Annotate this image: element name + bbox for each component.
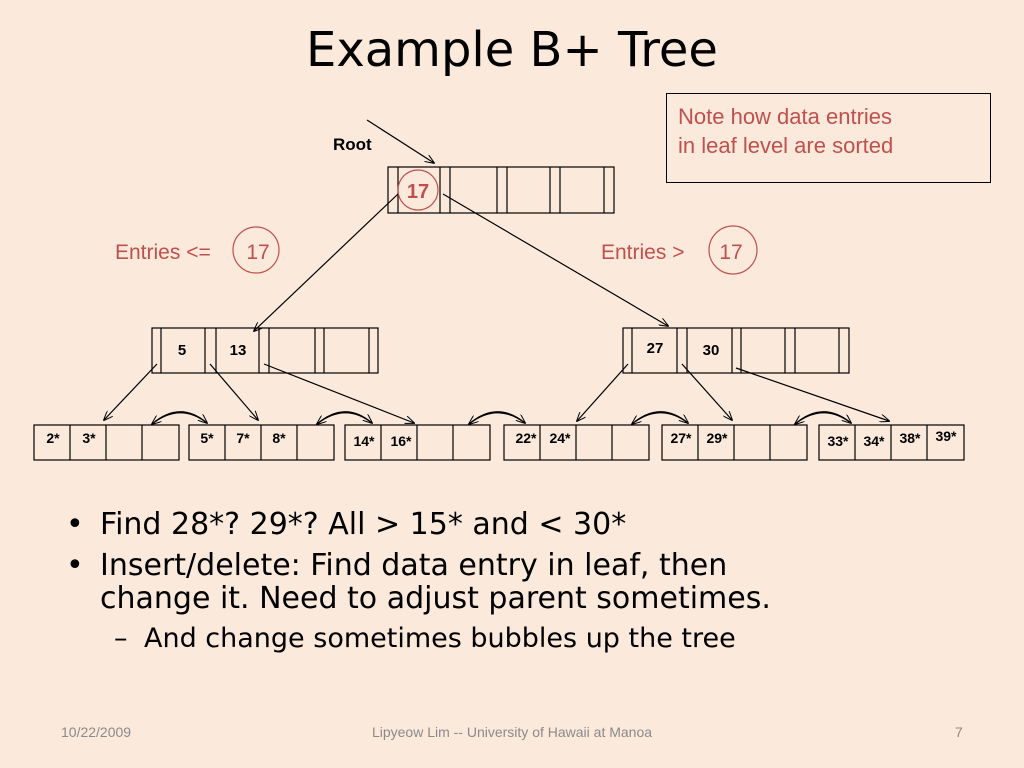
internal-right-key-1: 27 xyxy=(647,340,664,357)
entries-left-value: 17 xyxy=(246,241,269,264)
leaf-4-entry-1: 22* xyxy=(515,430,537,446)
leaf-1-entry-2: 3* xyxy=(82,430,96,446)
bullet-dot-icon: • xyxy=(66,548,84,583)
root-node xyxy=(387,166,615,214)
root-label: Root xyxy=(333,135,372,154)
leaf-pointers xyxy=(104,363,889,423)
sub-bullet-item: – And change sometimes bubbles up the tr… xyxy=(66,623,966,655)
leaf-3-entry-2: 16* xyxy=(390,433,412,449)
leaf-4-entry-2: 24* xyxy=(549,430,571,446)
note-line-1: Note how data entries xyxy=(678,104,893,129)
leaf-2-entry-3: 8* xyxy=(272,430,286,446)
internal-left-key-1: 5 xyxy=(178,342,186,359)
leaf-2-entry-1: 5* xyxy=(200,430,214,446)
root-key: 17 xyxy=(407,181,429,203)
leaf-node-5 xyxy=(661,424,808,461)
note-box: Note how data entries in leaf level are … xyxy=(666,93,991,183)
root-key-highlight xyxy=(397,169,439,211)
b-plus-tree-diagram: Root 17 Entries <= 17 Entries > 17 5 13 xyxy=(33,119,965,461)
footer-date: 10/22/2009 xyxy=(61,724,132,740)
leaf-6-entry-1: 33* xyxy=(827,433,849,449)
leaf-node-4 xyxy=(503,424,650,461)
root-pointer-arrow xyxy=(366,119,434,163)
entries-right-value: 17 xyxy=(719,241,742,264)
internal-node-left xyxy=(151,327,379,374)
bullet-list: • Find 28*? 29*? All > 15* and < 30* • I… xyxy=(66,508,966,655)
footer-author: Lipyeow Lim -- University of Hawaii at M… xyxy=(371,724,653,740)
internal-node-right xyxy=(622,327,850,374)
entries-left-label: Entries <= xyxy=(115,241,211,264)
leaf-node-1 xyxy=(33,424,180,461)
note-line-2: in leaf level are sorted xyxy=(678,133,894,158)
dash-icon: – xyxy=(114,623,128,654)
entries-right-circle xyxy=(708,225,758,275)
leaf-5-entry-1: 27* xyxy=(670,430,692,446)
root-right-pointer xyxy=(442,193,668,326)
sibling-links xyxy=(152,411,851,424)
bullet-1-text: Find 28*? 29*? All > 15* and < 30* xyxy=(100,507,627,542)
leaf-node-2 xyxy=(188,424,335,461)
leaf-node-6 xyxy=(818,424,965,461)
entries-left-circle xyxy=(232,226,280,274)
internal-right-key-2: 30 xyxy=(703,342,720,359)
sub-bullet-text: And change sometimes bubbles up the tree xyxy=(144,623,736,654)
internal-left-key-2: 13 xyxy=(230,342,247,359)
bullet-item-2: • Insert/delete: Find data entry in leaf… xyxy=(66,549,966,615)
leaf-1-entry-1: 2* xyxy=(46,430,60,446)
bullet-2-line-2: change it. Need to adjust parent sometim… xyxy=(100,581,771,616)
leaf-6-entry-4: 39* xyxy=(935,428,957,444)
leaf-5-entry-2: 29* xyxy=(706,430,728,446)
leaf-6-entry-3: 38* xyxy=(899,430,921,446)
leaf-3-entry-1: 14* xyxy=(353,433,375,449)
slide-title: Example B+ Tree xyxy=(306,22,718,78)
bullet-item-1: • Find 28*? 29*? All > 15* and < 30* xyxy=(66,508,966,541)
bullet-dot-icon: • xyxy=(66,507,84,542)
bullet-2-line-1: Insert/delete: Find data entry in leaf, … xyxy=(100,548,728,583)
leaf-2-entry-2: 7* xyxy=(236,430,250,446)
leaf-node-3 xyxy=(344,424,491,461)
footer-page-number: 7 xyxy=(955,724,963,740)
leaf-6-entry-2: 34* xyxy=(863,433,885,449)
entries-right-label: Entries > xyxy=(601,241,684,264)
root-left-pointer xyxy=(254,193,399,331)
